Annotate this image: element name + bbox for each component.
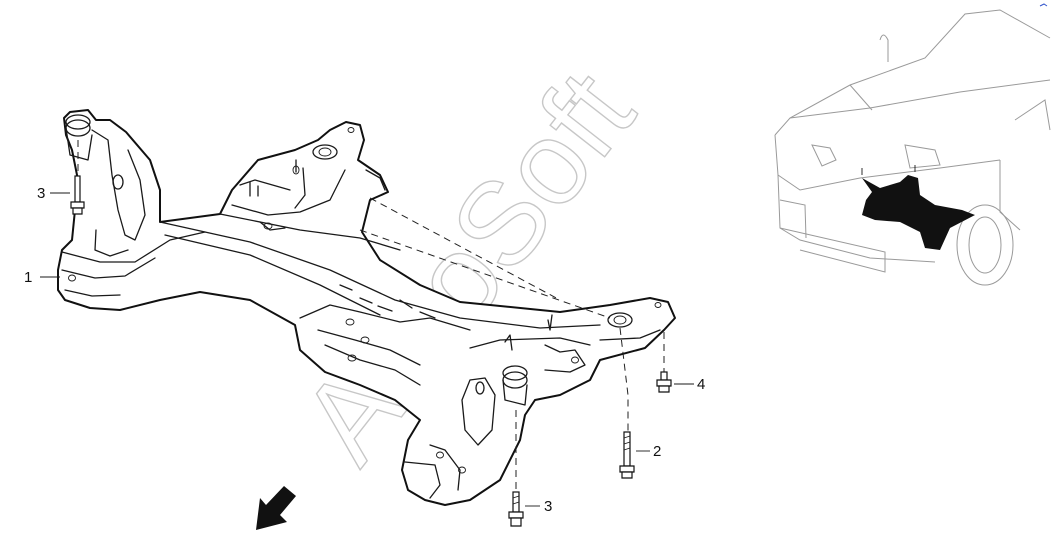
assembly-guide-lines bbox=[77, 140, 665, 490]
corner-mark-icon bbox=[1039, 3, 1048, 7]
bolt-part-3-lower bbox=[508, 491, 524, 527]
callout-leaders bbox=[40, 192, 694, 507]
callout-part-4: 4 bbox=[697, 376, 705, 393]
front-subframe-part-1 bbox=[57, 109, 676, 506]
callout-part-1: 1 bbox=[24, 269, 32, 286]
callout-part-3-lower: 3 bbox=[544, 498, 552, 515]
bolt-part-3-upper bbox=[70, 175, 85, 215]
callout-part-3-upper: 3 bbox=[37, 185, 45, 202]
bolt-part-4 bbox=[656, 371, 672, 393]
callout-part-2: 2 bbox=[653, 443, 661, 460]
bolt-part-2 bbox=[619, 431, 635, 479]
vehicle-locator-icon bbox=[774, 9, 1051, 286]
front-direction-arrow-icon bbox=[256, 486, 296, 530]
